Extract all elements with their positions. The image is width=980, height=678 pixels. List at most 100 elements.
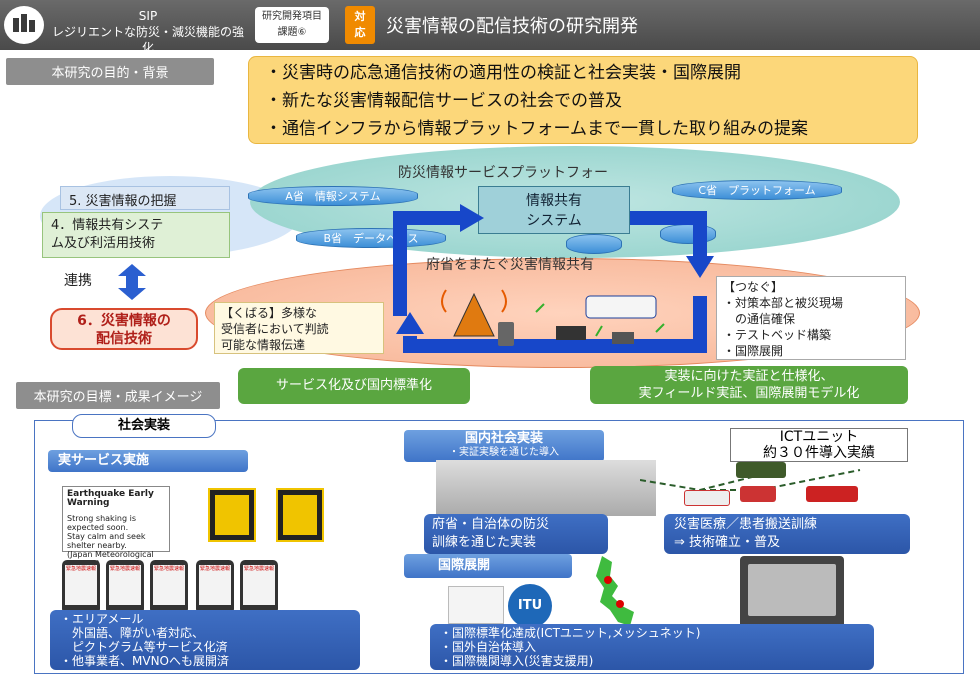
eew-sign: Earthquake Early Warning Strong shaking … [62, 486, 170, 568]
gov-line2: 訓練を通じた実装 [432, 535, 537, 550]
center-line1: 情報共有 [526, 193, 582, 209]
phone-alert-icon: 緊急地震速報 [196, 560, 234, 614]
phone-alert-icon: 緊急地震速報 [62, 560, 100, 614]
tsunagu-title: 【つなぐ】 [723, 280, 784, 294]
firetruck-icon [806, 486, 858, 502]
arrow-up-icon [396, 312, 424, 334]
double-arrow-icon [118, 264, 146, 300]
phone-alert-icon: 緊急地震速報 [240, 560, 278, 614]
project-line1: 研究開発項目 [262, 11, 322, 22]
domestic-sub: ・実証実験を通じた導入 [449, 447, 559, 458]
tsunagu-item: ・国際展開 [723, 344, 784, 358]
phone-alert-icon: 緊急地震速報 [150, 560, 188, 614]
purpose-box: ・災害時の応急通信技術の適用性の検証と社会実装・国際展開 ・新たな災害情報配信サ… [248, 56, 918, 144]
eew-body: Stay calm and seek shelter nearby. [67, 532, 146, 550]
intl-bullets: ・国際標準化達成(ICTユニット,メッシュネット) ・国外自治体導入 ・国際機関… [430, 624, 874, 670]
antenna-tower-icon [453, 292, 495, 337]
barrel-c: C省 プラットフォーム [672, 180, 842, 200]
kubaru-line3: 可能な情報伝達 [221, 338, 306, 352]
green-right-line1: 実装に向けた実証と仕様化、 [664, 369, 834, 384]
kubaru-box: 【くばる】多様な 受信者において判読 可能な情報伝達 [214, 302, 384, 354]
purpose-label: 本研究の目的・背景 [6, 58, 214, 85]
purpose-bullet: ・新たな災害情報配信サービスの社会での普及 [265, 91, 622, 111]
med-line2: ⇒ 技術確立・普及 [674, 535, 781, 550]
flow-arrows [393, 204, 714, 353]
ambulance-icon [684, 490, 730, 506]
sip-logo-icon [4, 6, 44, 44]
item5-box: 5. 災害情報の把握 [60, 186, 230, 210]
sip-title: SIP レジリエントな防災・減災機能の強化 [48, 8, 248, 56]
domestic-header: 国内社会実装 ・実証実験を通じた導入 [404, 430, 604, 462]
platform-label: 防災情報サービスプラットフォー [398, 165, 608, 181]
intl-bullet: ・国外自治体導入 [440, 640, 537, 654]
taiou-line1: 対 [354, 10, 366, 23]
taiou-line2: 応 [354, 26, 366, 39]
building-collapse-icon [208, 488, 256, 542]
intl-header: 国際展開 [404, 554, 572, 578]
kubaru-line2: 受信者において判読 [221, 322, 329, 336]
green-right-line2: 実フィールド実証、国際展開モデル化 [638, 386, 860, 401]
purpose-bullet: ・通信インフラから情報プラットフォームまで一貫した取り組みの提案 [265, 119, 808, 139]
green-verification: 実装に向けた実証と仕様化、 実フィールド実証、国際展開モデル化 [590, 366, 908, 404]
sip-line1: SIP [138, 9, 158, 23]
service-bullets: ・エリアメール 外国語、障がい者対応、 ピクトグラム等サービス化済 ・他事業者、… [50, 610, 360, 670]
ict-unit-box: ICTユニット 約３０件導入実績 [730, 428, 908, 462]
tsunagu-item: ・対策本部と被災現場 [723, 296, 844, 310]
taiou-badge: 対 応 [345, 6, 375, 44]
device-icon [612, 332, 634, 344]
item6-box: 6．災害情報の 配信技術 [50, 308, 198, 350]
gov-line1: 府省・自治体の防災 [432, 517, 550, 532]
kubaru-line1: 【くばる】多様な [221, 306, 318, 320]
ict-unit-case-icon [740, 556, 844, 628]
eew-body: Strong shaking is expected soon. [67, 514, 136, 532]
phone-alert-icon: 緊急地震速報 [106, 560, 144, 614]
intl-bullet: ・国際標準化達成(ICTユニット,メッシュネット) [440, 626, 701, 640]
barrel-small [566, 234, 622, 254]
service-bullet: 外国語、障がい者対応、 [60, 626, 205, 640]
phone-text: 緊急地震速報 [109, 565, 141, 605]
tsunagu-item: ・テストベッド構築 [723, 328, 832, 342]
goals-label: 本研究の目標・成果イメージ [16, 382, 220, 409]
phone-icon [498, 322, 514, 346]
tsunami-icon [276, 488, 324, 542]
service-bullet: ・エリアメール [60, 612, 144, 626]
domestic-title: 国内社会実装 [464, 431, 543, 446]
phone-text: 緊急地震速報 [65, 565, 97, 605]
gov-implementation-box: 府省・自治体の防災 訓練を通じた実装 [424, 514, 608, 554]
info-sharing-system: 情報共有 システム [478, 186, 630, 234]
project-line2: 課題⑥ [277, 27, 307, 38]
service-bullet: ・他事業者、MVNOへも展開済 [60, 654, 229, 668]
itu-logo-icon: ITU [508, 584, 552, 628]
item6-line1: 6．災害情報の [77, 313, 171, 329]
green-standardization: サービス化及び国内標準化 [238, 368, 470, 404]
phone-text: 緊急地震速報 [153, 565, 185, 605]
city-photo [436, 460, 656, 516]
item4-box: 4．情報共有システ ム及び利活用技術 [42, 212, 230, 258]
item4-line1: 4．情報共有システ [51, 218, 164, 233]
purpose-bullet: ・災害時の応急通信技術の適用性の検証と社会実装・国際展開 [265, 63, 741, 83]
ict-line1: ICTユニット [779, 429, 859, 445]
service-bullet: ピクトグラム等サービス化済 [60, 640, 228, 654]
page-title: 災害情報の配信技術の研究開発 [386, 16, 638, 37]
sip-line2: レジリエントな防災・減災機能の強化 [51, 25, 244, 55]
item4-line2: ム及び利活用技術 [51, 236, 156, 251]
document-icon [448, 586, 504, 624]
phone-text: 緊急地震速報 [199, 565, 231, 605]
barrel-a: A省 情報システム [248, 186, 418, 206]
arrow-down-icon [686, 256, 714, 278]
project-badge: 研究開発項目 課題⑥ [255, 7, 329, 43]
router-icon [556, 326, 586, 340]
med-line1: 災害医療／患者搬送訓練 [674, 517, 818, 532]
center-line2: システム [526, 213, 582, 229]
helicopter-icon [736, 462, 786, 478]
philippines-map-icon [596, 556, 634, 626]
intl-bullet: ・国際機関導入(災害支援用) [440, 654, 594, 668]
phone-text: 緊急地震速報 [243, 565, 275, 605]
ict-line2: 約３０件導入実績 [763, 445, 875, 461]
firetruck-icon [740, 486, 776, 502]
sharing-label: 府省をまたぐ災害情報共有 [426, 257, 594, 273]
tsunagu-box: 【つなぐ】 ・対策本部と被災現場 の通信確保 ・テストベッド構築 ・国際展開 [716, 276, 906, 360]
renkei-label: 連携 [64, 273, 92, 289]
medical-training-box: 災害医療／患者搬送訓練 ⇒ 技術確立・普及 [664, 514, 910, 554]
eew-title: Earthquake Early Warning [67, 489, 154, 508]
